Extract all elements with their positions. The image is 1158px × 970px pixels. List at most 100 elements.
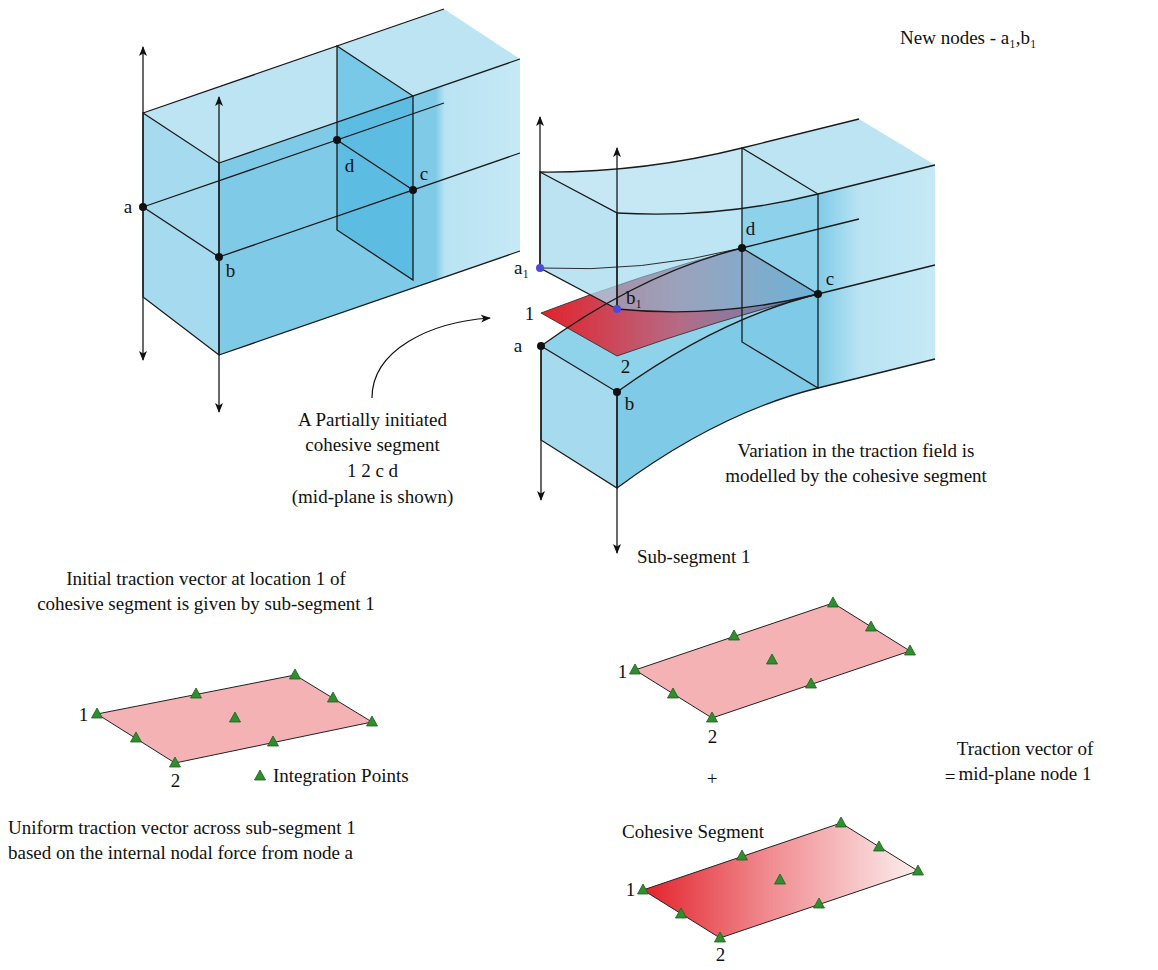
integration-point	[707, 712, 718, 722]
integration-point	[638, 884, 649, 894]
block-edge	[541, 248, 742, 346]
integration-point	[290, 669, 301, 679]
integration-point	[729, 630, 740, 640]
panel-title: Cohesive Segment	[622, 820, 765, 845]
corner-number: 1	[617, 660, 628, 685]
note: New nodes - a₁,b₁	[900, 26, 1038, 51]
section-edge	[337, 46, 413, 280]
legend-text: Integration Points	[273, 765, 409, 787]
sub-segment	[630, 597, 916, 722]
lower-arm-end-face	[541, 346, 617, 488]
integration-point	[676, 908, 687, 918]
integration-point	[737, 850, 748, 860]
integration-point	[328, 692, 339, 702]
node-name: a₁	[513, 256, 530, 281]
corner-number: 1	[524, 302, 535, 327]
integration-point	[230, 712, 241, 722]
integration-point	[814, 898, 825, 908]
sub-segment	[92, 669, 378, 767]
leader-arrow	[372, 318, 490, 398]
new-node-dot	[536, 264, 544, 272]
element-section	[337, 46, 413, 280]
node-dot	[537, 342, 545, 350]
node-name: b₁	[625, 286, 643, 311]
integration-point-symbol	[255, 770, 266, 780]
callout-text: 1 2 c d	[346, 459, 399, 484]
block-edge	[540, 172, 617, 309]
load-arrow	[616, 148, 617, 309]
new-node-dot	[613, 305, 621, 313]
mid-plane-edge	[818, 265, 935, 294]
panel-title: Sub-segment 1	[637, 545, 752, 570]
operator-symbol: +	[706, 767, 718, 792]
node-name: b	[225, 259, 236, 284]
block-edge	[617, 294, 818, 392]
callout-text: A Partially initiated cohesive segment	[297, 408, 448, 457]
upper-arm-end-face	[540, 172, 617, 309]
operator-symbol: =	[944, 765, 956, 790]
block-edge	[143, 9, 444, 113]
note: Variation in the traction field is model…	[724, 439, 988, 488]
node-name: a	[123, 195, 133, 220]
node-name: b	[624, 392, 635, 417]
mid-plane-edge	[742, 248, 818, 294]
corner-number: 1	[625, 878, 636, 903]
integration-point	[806, 678, 817, 688]
legend-entry: Integration Points	[253, 765, 409, 787]
integration-point	[775, 874, 786, 884]
integration-point	[913, 865, 924, 875]
load-arrow	[616, 392, 617, 553]
mid-plane-edge	[337, 140, 413, 190]
note: Uniform traction vector across sub-segme…	[8, 816, 359, 865]
integration-point	[92, 708, 103, 718]
corner-number: 2	[620, 355, 631, 380]
node-dot	[814, 290, 822, 298]
block-end-face	[143, 113, 219, 355]
integration-point	[828, 597, 839, 607]
integration-point	[836, 817, 847, 827]
load-arrow	[540, 346, 541, 500]
node-name: d	[745, 217, 756, 242]
block-edge	[541, 346, 617, 488]
block-edge	[540, 248, 742, 269]
integration-point	[668, 688, 679, 698]
integration-point	[630, 664, 641, 674]
mid-plane-edge	[143, 103, 444, 207]
mid-plane-edge	[742, 219, 859, 248]
node-dot	[613, 388, 621, 396]
load-arrow	[539, 117, 540, 268]
node-dot	[333, 136, 341, 144]
node-dot	[139, 203, 147, 211]
block-edge	[617, 165, 935, 214]
block-edge	[219, 59, 520, 163]
note: Initial traction vector at location 1 of…	[36, 567, 376, 616]
segment-shape	[635, 603, 910, 718]
integration-point	[131, 732, 142, 742]
integration-point	[905, 645, 916, 655]
corner-number: 2	[707, 725, 718, 750]
section-edge	[742, 148, 818, 388]
node-name: c	[419, 162, 429, 187]
integration-point	[715, 932, 726, 942]
block-edge	[219, 251, 520, 355]
corner-number: 1	[78, 703, 89, 728]
node-dot	[738, 244, 746, 252]
split-block	[536, 117, 935, 553]
integration-point	[367, 716, 378, 726]
integration-point	[268, 736, 279, 746]
node-name: d	[344, 154, 355, 179]
node-name: a	[513, 334, 523, 359]
corner-number: 2	[170, 769, 181, 794]
integration-point	[866, 621, 877, 631]
integration-point	[767, 654, 778, 664]
legend-swatch	[253, 769, 267, 783]
integration-point	[170, 757, 181, 767]
intact-block	[139, 9, 520, 412]
mid-plane-edge	[143, 207, 219, 257]
block-edge	[540, 119, 859, 172]
result-text: Traction vector of mid-plane node 1	[955, 737, 1095, 786]
corner-number: 2	[715, 943, 726, 968]
block-edge	[143, 113, 219, 355]
integration-point	[874, 841, 885, 851]
